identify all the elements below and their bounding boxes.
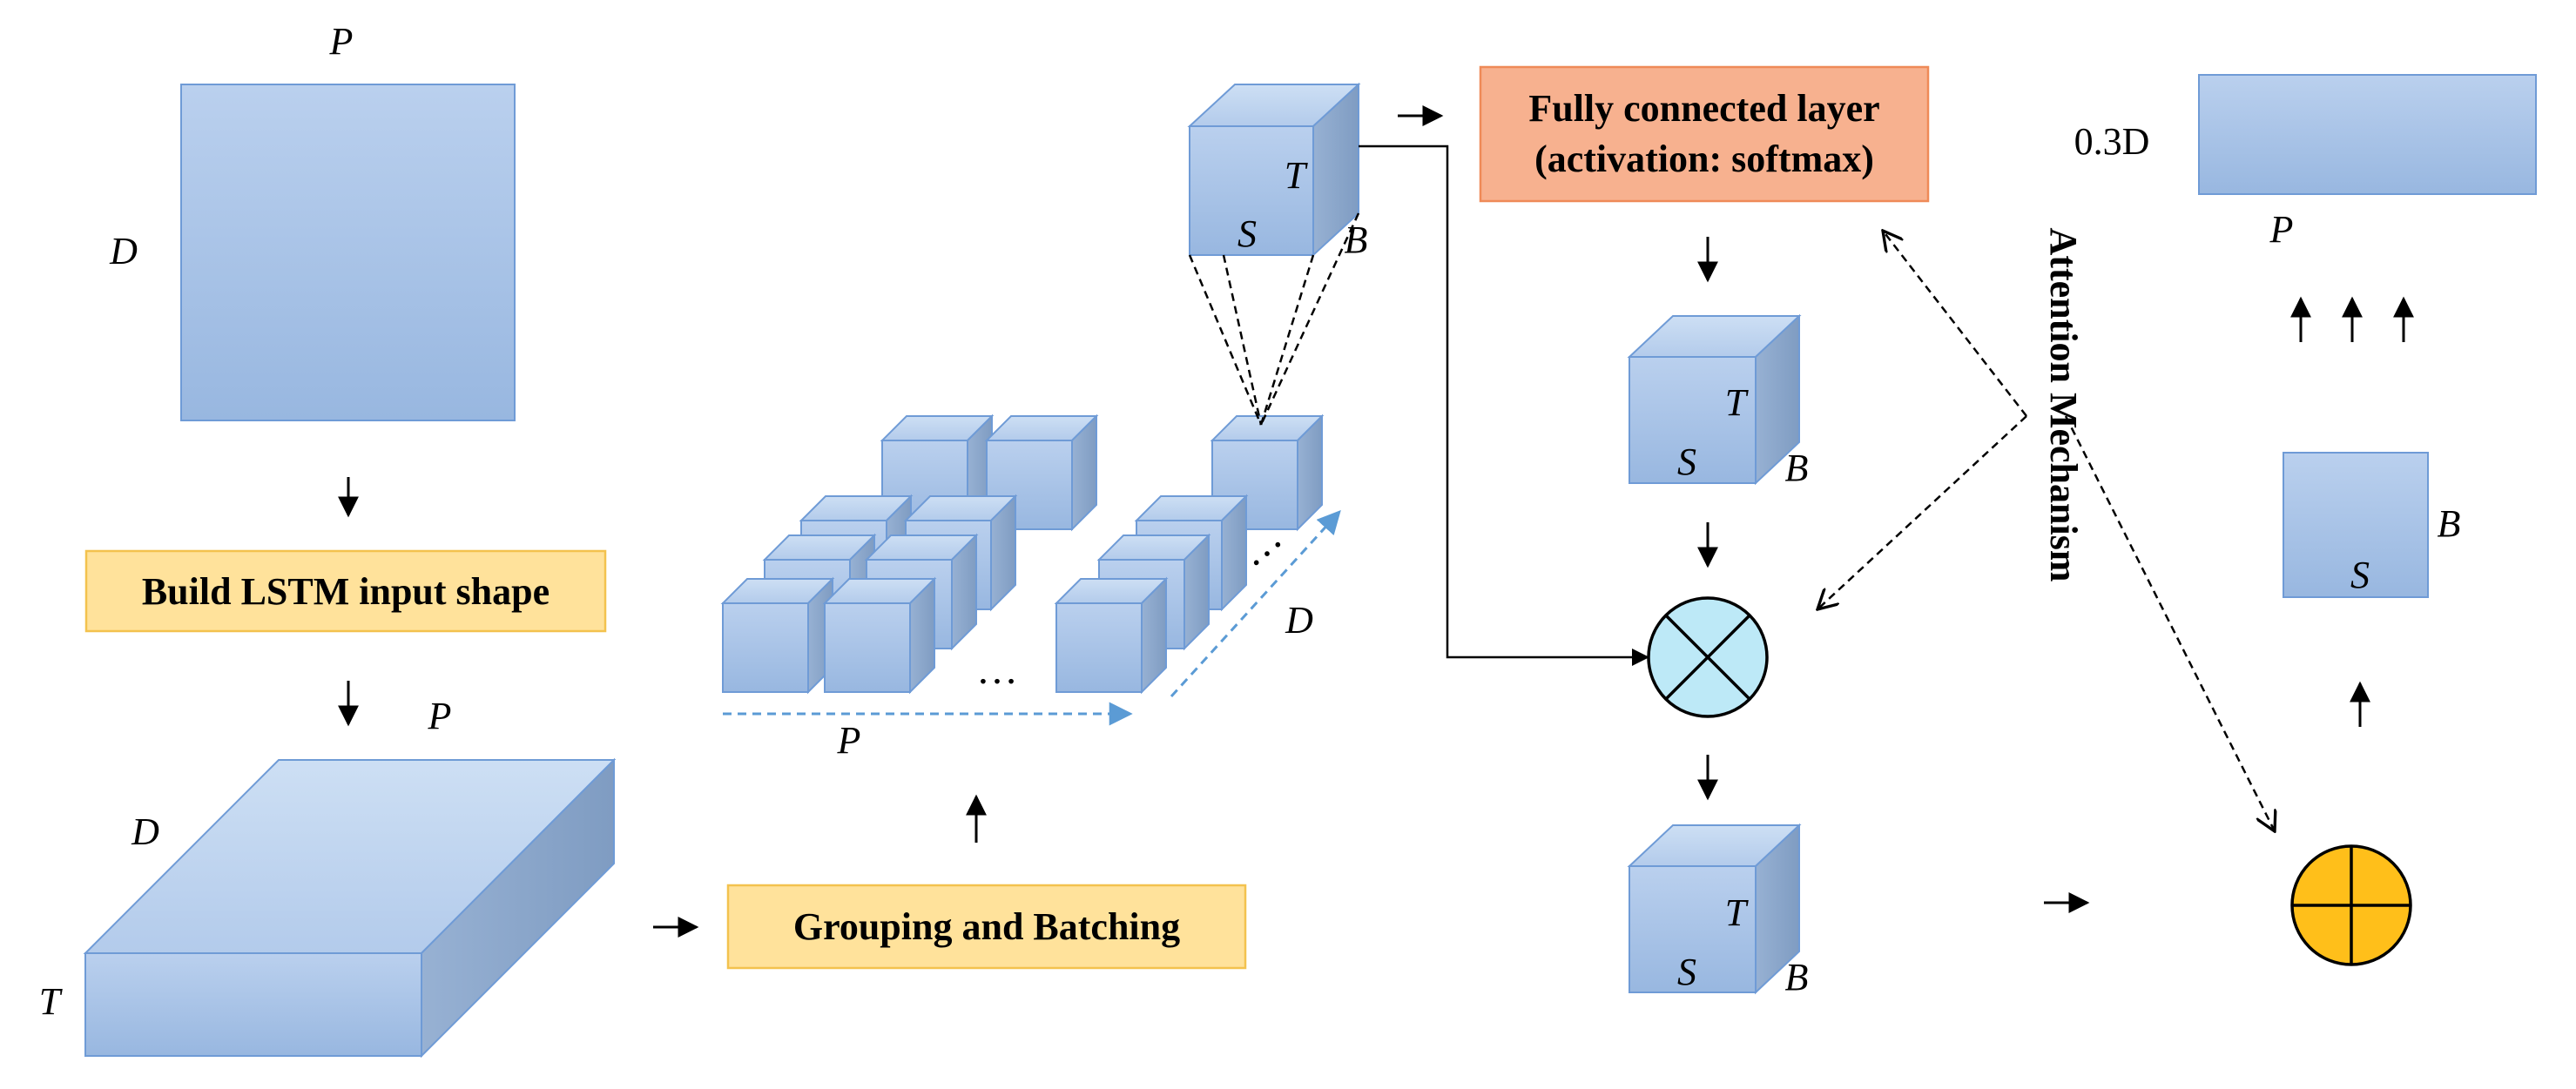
- zoomed-batch-cube: [1187, 82, 1361, 258]
- fully-connected-box: Fully connected layer (activation: softm…: [1479, 65, 1930, 203]
- tensor-t-label: T: [39, 980, 64, 1023]
- tensor-d-label: D: [131, 810, 159, 853]
- input-3d-tensor: [83, 757, 617, 1059]
- weighted-cube-s-label: S: [1677, 951, 1696, 993]
- input-matrix: [180, 84, 516, 421]
- skip-connection-line: [1359, 145, 1649, 666]
- weighted-cube-t-label: T: [1725, 891, 1750, 934]
- grouping-batching-box: Grouping and Batching: [726, 884, 1247, 970]
- build-lstm-box: Build LSTM input shape: [84, 549, 607, 633]
- batch-cube: [1054, 576, 1169, 695]
- upsample-arrows: [2290, 296, 2414, 342]
- tensor-p-label: P: [428, 695, 452, 737]
- summary-s-label: S: [2350, 554, 2370, 596]
- batch-cube: [720, 576, 835, 695]
- input-matrix-d-label: D: [109, 230, 138, 272]
- grid-ellipsis-bottom: …: [976, 647, 1018, 693]
- add-node: [2290, 844, 2412, 966]
- weighted-cube-b-label: B: [1785, 956, 1809, 998]
- fc-label-line2: (activation: softmax): [1534, 138, 1874, 180]
- zoom-cube-t-label: T: [1285, 154, 1309, 197]
- batch-cube: [822, 576, 937, 695]
- fc-label-line1: Fully connected layer: [1528, 87, 1879, 130]
- output-height-label: 0.3D: [2074, 120, 2150, 163]
- batch-cube-grid: [720, 413, 1325, 695]
- output-matrix: [2198, 74, 2537, 195]
- grid-p-label: P: [837, 719, 861, 762]
- zoom-dashed-lines: [1188, 212, 1360, 426]
- grid-d-axis: [1170, 510, 1341, 698]
- weighted-output-cube: [1627, 823, 1802, 995]
- multiply-node: [1647, 596, 1769, 718]
- attn-cube-b-label: B: [1785, 447, 1809, 489]
- summary-b-label: B: [2438, 502, 2461, 545]
- zoom-cube-s-label: S: [1237, 212, 1257, 255]
- attn-cube-t-label: T: [1725, 381, 1750, 424]
- attention-weight-cube: [1627, 313, 1802, 486]
- build-lstm-label: Build LSTM input shape: [142, 570, 550, 613]
- zoom-cube-b-label: B: [1345, 218, 1368, 261]
- attn-cube-s-label: S: [1677, 440, 1696, 483]
- attention-dashed-arrows: [1817, 231, 2275, 831]
- input-matrix-p-label: P: [329, 20, 354, 63]
- output-p-label: P: [2269, 208, 2294, 251]
- grid-d-label: D: [1285, 599, 1313, 642]
- grouping-batching-label: Grouping and Batching: [793, 905, 1180, 948]
- summary-matrix: [2283, 452, 2429, 598]
- attention-mechanism-label: Attention Mechanism: [2042, 228, 2085, 582]
